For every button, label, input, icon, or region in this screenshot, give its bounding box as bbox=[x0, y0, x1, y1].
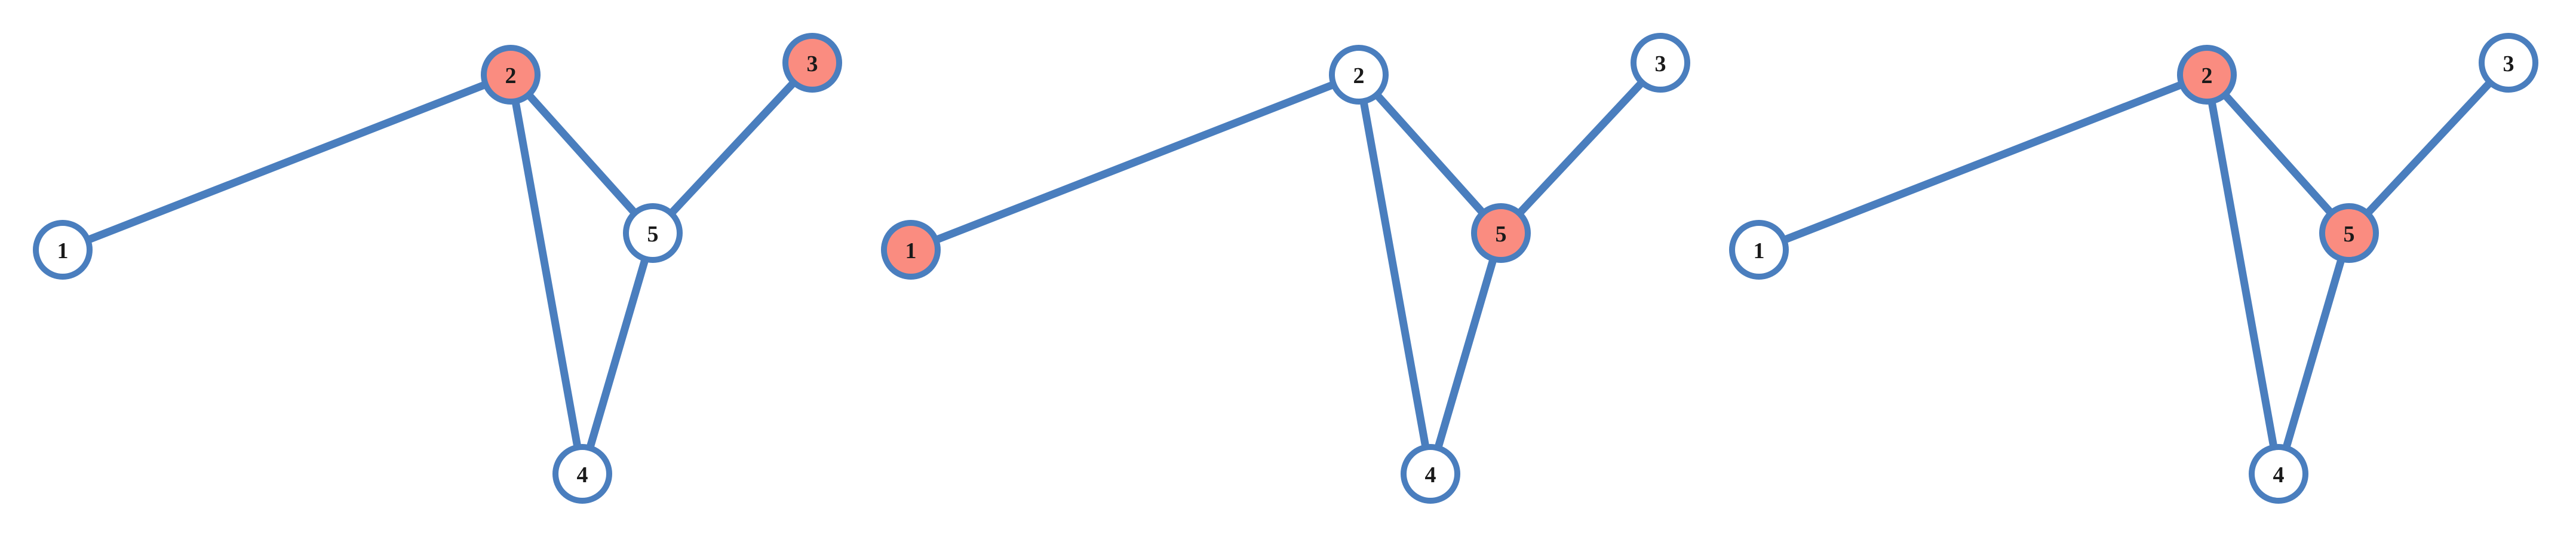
node-4[interactable]: 4 bbox=[1401, 444, 1460, 504]
node-1[interactable]: 1 bbox=[33, 220, 93, 280]
graph-canvas: 1 2 3 4 5 bbox=[881, 33, 1690, 504]
node-2[interactable]: 2 bbox=[2177, 45, 2237, 105]
edge-group bbox=[1755, 59, 2513, 478]
node-circle-2[interactable] bbox=[2177, 45, 2237, 105]
node-circle-2[interactable] bbox=[1329, 45, 1389, 105]
node-label-1: 1 bbox=[905, 238, 917, 264]
edge-2-4 bbox=[2203, 71, 2283, 478]
node-3[interactable]: 3 bbox=[782, 33, 842, 93]
node-group: 1 2 3 4 5 bbox=[33, 33, 842, 504]
node-2[interactable]: 2 bbox=[481, 45, 541, 105]
edge-2-4 bbox=[506, 71, 587, 478]
graph-panel-1: 1 2 3 4 5 bbox=[0, 0, 872, 536]
node-circle-1[interactable] bbox=[33, 220, 93, 280]
node-circle-4[interactable] bbox=[552, 444, 612, 504]
edge-5-3 bbox=[1497, 59, 1665, 237]
graph-panel-2: 1 2 3 4 5 bbox=[848, 0, 1720, 536]
node-circle-1[interactable] bbox=[881, 220, 941, 280]
node-label-4: 4 bbox=[1425, 463, 1436, 488]
graph-canvas: 1 2 3 4 5 bbox=[33, 33, 842, 504]
node-circle-5[interactable] bbox=[1471, 203, 1531, 263]
node-label-3: 3 bbox=[807, 51, 818, 76]
edge-group bbox=[59, 59, 816, 478]
node-label-4: 4 bbox=[2273, 463, 2285, 488]
node-label-5: 5 bbox=[2344, 222, 2355, 247]
node-4[interactable]: 4 bbox=[2249, 444, 2308, 504]
node-group: 1 2 3 4 5 bbox=[1729, 33, 2538, 504]
node-label-4: 4 bbox=[577, 463, 588, 488]
edge-5-4 bbox=[1426, 229, 1505, 478]
graph-panel-3: 1 2 3 4 5 bbox=[1696, 0, 2568, 536]
node-5[interactable]: 5 bbox=[1471, 203, 1531, 263]
node-label-1: 1 bbox=[1754, 238, 1765, 264]
node-label-3: 3 bbox=[1655, 51, 1666, 76]
edge-1-2 bbox=[907, 71, 1363, 254]
edge-1-2 bbox=[1755, 71, 2211, 254]
node-circle-1[interactable] bbox=[1729, 220, 1789, 280]
node-group: 1 2 3 4 5 bbox=[881, 33, 1690, 504]
edge-2-5 bbox=[2203, 71, 2353, 237]
node-circle-5[interactable] bbox=[623, 203, 683, 263]
node-circle-3[interactable] bbox=[1631, 33, 1690, 93]
node-1[interactable]: 1 bbox=[881, 220, 941, 280]
node-3[interactable]: 3 bbox=[2479, 33, 2538, 93]
edge-group bbox=[907, 59, 1665, 478]
edge-1-2 bbox=[59, 71, 515, 254]
node-label-1: 1 bbox=[57, 238, 69, 264]
graph-canvas: 1 2 3 4 5 bbox=[1729, 33, 2538, 504]
node-5[interactable]: 5 bbox=[2319, 203, 2379, 263]
edge-5-4 bbox=[2274, 229, 2353, 478]
node-label-2: 2 bbox=[2202, 63, 2213, 88]
edge-2-5 bbox=[506, 71, 657, 237]
node-label-2: 2 bbox=[505, 63, 517, 88]
edge-5-3 bbox=[2345, 59, 2513, 237]
node-circle-2[interactable] bbox=[481, 45, 541, 105]
node-circle-3[interactable] bbox=[2479, 33, 2538, 93]
edge-2-4 bbox=[1355, 71, 1435, 478]
node-label-5: 5 bbox=[1496, 222, 1507, 247]
edge-5-4 bbox=[578, 229, 657, 478]
node-circle-3[interactable] bbox=[782, 33, 842, 93]
node-label-5: 5 bbox=[647, 222, 659, 247]
node-label-2: 2 bbox=[1353, 63, 1365, 88]
edge-5-3 bbox=[649, 59, 816, 237]
node-1[interactable]: 1 bbox=[1729, 220, 1789, 280]
node-label-3: 3 bbox=[2503, 51, 2514, 76]
node-circle-4[interactable] bbox=[1401, 444, 1460, 504]
node-circle-5[interactable] bbox=[2319, 203, 2379, 263]
node-4[interactable]: 4 bbox=[552, 444, 612, 504]
node-5[interactable]: 5 bbox=[623, 203, 683, 263]
node-3[interactable]: 3 bbox=[1631, 33, 1690, 93]
edge-2-5 bbox=[1355, 71, 1505, 237]
node-circle-4[interactable] bbox=[2249, 444, 2308, 504]
node-2[interactable]: 2 bbox=[1329, 45, 1389, 105]
